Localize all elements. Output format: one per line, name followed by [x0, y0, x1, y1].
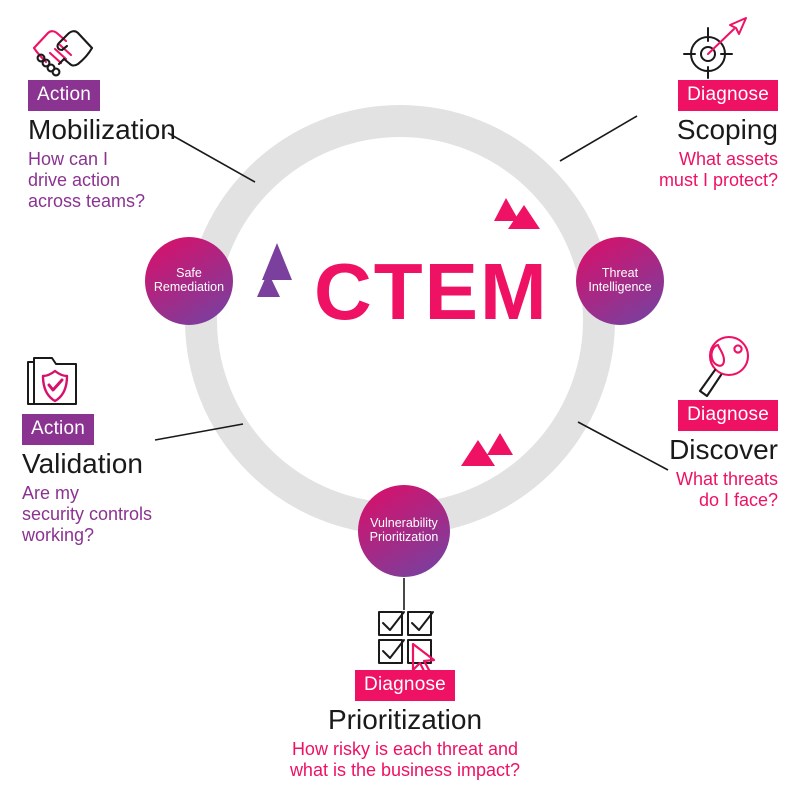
title-scoping: Scoping: [676, 114, 778, 145]
bubble-vulnerability-prioritization: [358, 485, 450, 577]
magnifier-icon: [698, 335, 750, 398]
connector-scoping: [559, 115, 638, 162]
stage-prioritization: Diagnose Prioritization How risky is eac…: [240, 608, 570, 781]
question-scoping: What assets must I protect?: [658, 149, 778, 190]
stage-discover: Diagnose Discover What threats do I face…: [560, 334, 778, 511]
question-prioritization: How risky is each threat and what is the…: [289, 739, 521, 780]
title-discover: Discover: [669, 434, 778, 465]
badge-scoping: Diagnose: [678, 80, 778, 111]
stage-validation: Action Validation Are my security contro…: [22, 352, 282, 546]
stage-scoping: Diagnose Scoping What assets must I prot…: [520, 14, 778, 191]
connector-validation: [154, 423, 244, 441]
question-discover: What threats do I face?: [675, 469, 778, 510]
target-arrow-icon: [683, 17, 747, 79]
purple-triangles-left: [257, 243, 292, 297]
bubble-safe-remediation: [145, 237, 233, 325]
title-prioritization: Prioritization: [327, 704, 483, 735]
folder-shield-check-icon: [27, 357, 77, 405]
question-validation: Are my security controls working?: [22, 483, 153, 545]
connector-mobilization: [167, 132, 256, 183]
question-mobilization: How can I drive action across teams?: [28, 149, 146, 211]
ctem-wordmark: CTEM: [314, 247, 549, 336]
title-mobilization: Mobilization: [28, 114, 176, 145]
connector-discover: [577, 421, 669, 471]
badge-prioritization: Diagnose: [355, 670, 455, 701]
checkbox-cursor-icon: [378, 611, 436, 670]
pink-triangles-top-right: [494, 198, 540, 229]
badge-discover: Diagnose: [678, 400, 778, 431]
title-validation: Validation: [22, 448, 143, 479]
badge-mobilization: Action: [28, 80, 101, 111]
bubble-threat-intelligence: [576, 237, 664, 325]
badge-validation: Action: [22, 414, 95, 445]
stage-mobilization: Action Mobilization How can I drive acti…: [28, 22, 288, 212]
handshake-icon: [32, 30, 94, 77]
pink-triangles-bottom-right: [461, 433, 513, 466]
